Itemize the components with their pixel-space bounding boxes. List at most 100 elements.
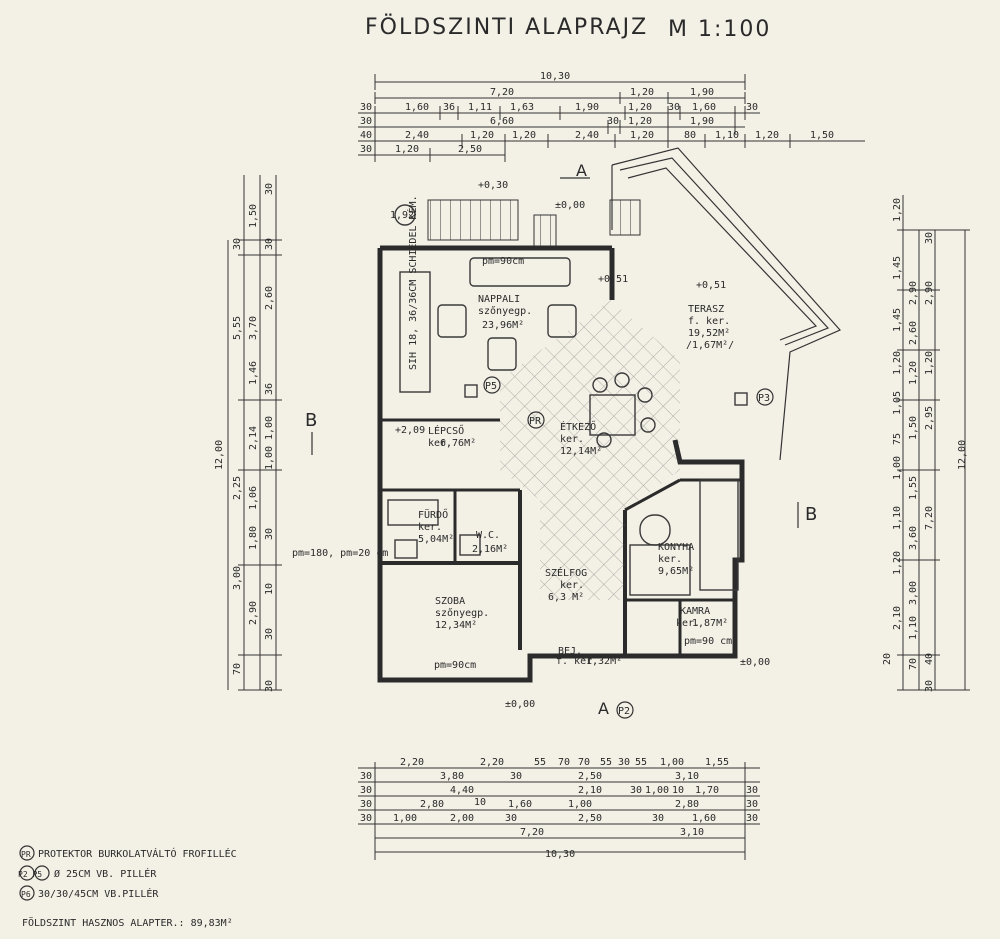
svg-text:1,60: 1,60 (692, 813, 716, 824)
svg-text:2,20: 2,20 (400, 757, 424, 768)
svg-text:2,10: 2,10 (892, 606, 903, 630)
svg-text:7,20: 7,20 (924, 506, 935, 530)
svg-text:70: 70 (578, 757, 590, 768)
svg-text:1,70: 1,70 (695, 785, 719, 796)
svg-text:B: B (305, 410, 317, 431)
svg-text:1,20: 1,20 (892, 351, 903, 375)
svg-text:75: 75 (892, 433, 903, 445)
svg-text:SZÉLFOG: SZÉLFOG (545, 566, 587, 579)
svg-text:1,00: 1,00 (892, 456, 903, 480)
svg-text:2,95: 2,95 (924, 406, 935, 430)
svg-text:5,55: 5,55 (232, 316, 243, 340)
svg-text:70: 70 (232, 663, 243, 675)
svg-text:1,90: 1,90 (690, 87, 714, 98)
top-dimensions: 10,30 7,20 1,20 1,90 30 1,60 36 1,11 1,6… (358, 71, 865, 162)
svg-text:3,00: 3,00 (908, 581, 919, 605)
svg-text:1,50: 1,50 (248, 204, 259, 228)
svg-text:3,00: 3,00 (232, 566, 243, 590)
pillar-markers: P5 P3 P2 PR (483, 376, 774, 719)
svg-text:±0,00: ±0,00 (740, 657, 770, 668)
svg-text:30: 30 (360, 785, 372, 796)
svg-text:30: 30 (630, 785, 642, 796)
svg-text:pm=90cm: pm=90cm (434, 660, 476, 671)
svg-text:+0,51: +0,51 (598, 274, 628, 285)
svg-text:1,90: 1,90 (575, 102, 599, 113)
chimney-label: SIH 18, 36/36CM SCHIEDEL KÉM. (406, 195, 419, 370)
svg-text:2,80: 2,80 (420, 799, 444, 810)
svg-text:KONYHA: KONYHA (658, 542, 694, 553)
svg-text:A: A (576, 161, 587, 180)
svg-text:70: 70 (908, 658, 919, 670)
svg-text:12,14M²: 12,14M² (560, 446, 602, 457)
svg-text:1,20: 1,20 (512, 130, 536, 141)
svg-text:30: 30 (360, 771, 372, 782)
svg-text:P6: P6 (21, 890, 31, 899)
svg-text:2,16M²: 2,16M² (472, 544, 508, 555)
svg-text:30/30/45CM VB.PILLÉR: 30/30/45CM VB.PILLÉR (38, 887, 159, 900)
svg-text:1,20: 1,20 (908, 361, 919, 385)
svg-text:30: 30 (668, 102, 680, 113)
svg-text:A: A (598, 699, 609, 718)
svg-text:30: 30 (264, 238, 275, 250)
room-konyha: KONYHA ker. 9,65M² (658, 542, 694, 577)
svg-text:B: B (805, 504, 817, 525)
svg-text:2,40: 2,40 (405, 130, 429, 141)
svg-text:1,60: 1,60 (692, 102, 716, 113)
room-bejaro: BEJ. f. ker. 1,32M² (556, 646, 622, 667)
useful-area: FÖLDSZINT HASZNOS ALAPTER.: 89,83M² (22, 916, 233, 929)
svg-text:5,04M²: 5,04M² (418, 534, 454, 545)
svg-text:1,00: 1,00 (568, 799, 592, 810)
svg-text:2,25: 2,25 (232, 476, 243, 500)
svg-text:1,32M²: 1,32M² (586, 656, 622, 667)
svg-text:PR: PR (21, 850, 31, 859)
svg-text:+0,51: +0,51 (696, 280, 726, 291)
svg-text:30: 30 (746, 799, 758, 810)
svg-text:LÉPCSŐ: LÉPCSŐ (428, 423, 464, 437)
svg-text:2,14: 2,14 (248, 426, 259, 450)
svg-text:10,30: 10,30 (540, 71, 570, 82)
svg-text:ker.: ker. (560, 580, 584, 591)
svg-text:ker.: ker. (676, 618, 700, 629)
svg-text:1,11: 1,11 (468, 102, 492, 113)
svg-text:szőnyegp.: szőnyegp. (478, 305, 532, 317)
svg-text:1,92: 1,92 (390, 210, 414, 221)
svg-text:1,20: 1,20 (755, 130, 779, 141)
svg-text:ÉTKEZŐ: ÉTKEZŐ (560, 419, 596, 433)
svg-text:ker.: ker. (560, 434, 584, 445)
room-etkezo: ÉTKEZŐ ker. 12,14M² (560, 419, 602, 457)
svg-text:Ø 25CM VB. PILLÉR: Ø 25CM VB. PILLÉR (54, 867, 157, 880)
svg-text:30: 30 (746, 813, 758, 824)
room-wc: W.C. 2,16M² (472, 530, 508, 555)
svg-text:P5: P5 (485, 381, 497, 392)
svg-text:TERASZ: TERASZ (688, 304, 724, 315)
svg-text:1,20: 1,20 (628, 102, 652, 113)
plan-scale: M 1:100 (668, 17, 771, 42)
svg-text:30: 30 (264, 628, 275, 640)
svg-text:ker.: ker. (418, 522, 442, 533)
svg-text:1,20: 1,20 (630, 130, 654, 141)
svg-text:1,80: 1,80 (248, 526, 259, 550)
svg-text:19,52M²: 19,52M² (688, 328, 730, 339)
svg-text:W.C.: W.C. (476, 530, 500, 541)
svg-text:1,10: 1,10 (892, 506, 903, 530)
legend: PR PROTEKTOR BURKOLATVÁLTÓ FROFILLÉC P2 … (18, 845, 237, 929)
svg-text:2,60: 2,60 (264, 286, 275, 310)
svg-text:30: 30 (264, 183, 275, 195)
svg-text:70: 70 (558, 757, 570, 768)
svg-text:f. ker.: f. ker. (556, 656, 598, 667)
svg-text:pm=180, pm=20 cm: pm=180, pm=20 cm (292, 548, 388, 559)
svg-text:1,60: 1,60 (405, 102, 429, 113)
svg-text:30: 30 (360, 813, 372, 824)
svg-text:1,20: 1,20 (924, 351, 935, 375)
svg-text:20: 20 (882, 653, 893, 665)
svg-text:1,20: 1,20 (630, 87, 654, 98)
svg-text:2,90: 2,90 (248, 601, 259, 625)
svg-text:4,40: 4,40 (450, 785, 474, 796)
svg-text:1,45: 1,45 (892, 256, 903, 280)
room-szoba: SZOBA szőnyegp. 12,34M² (435, 596, 489, 631)
svg-text:3,10: 3,10 (680, 827, 704, 838)
bottom-dimensions: 2,20 2,20 55 70 70 55 30 55 1,00 1,55 30… (358, 757, 760, 860)
svg-text:55: 55 (635, 757, 647, 768)
